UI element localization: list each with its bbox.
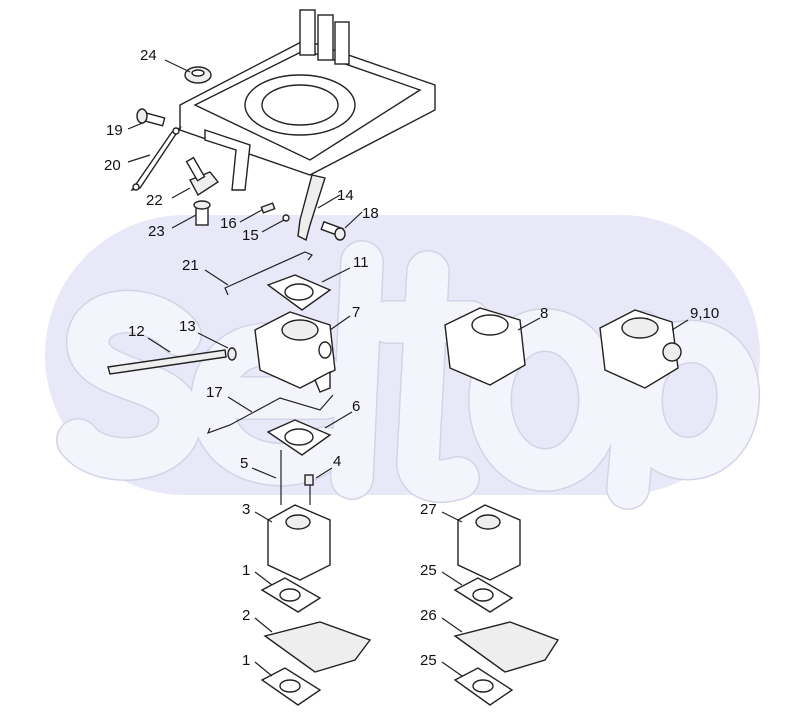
callout-6: 6 xyxy=(352,398,360,415)
part-24-nut xyxy=(184,66,212,84)
callout-11: 11 xyxy=(353,254,369,271)
part-13-clamp xyxy=(227,347,237,361)
part-23-bushing xyxy=(193,200,211,226)
part-7-carburetor xyxy=(254,311,336,393)
callout-5: 5 xyxy=(240,455,248,472)
callout-26: 26 xyxy=(420,607,437,624)
part-4-clip xyxy=(304,474,314,505)
part-12-hose xyxy=(107,349,227,375)
callout-3: 3 xyxy=(242,501,250,518)
callout-24: 24 xyxy=(140,47,157,64)
callout-23: 23 xyxy=(148,223,165,240)
callout-14: 14 xyxy=(337,187,354,204)
part-25-gasket-upper xyxy=(453,577,514,613)
part-14-throttle-lever xyxy=(297,174,326,242)
part-8-carburetor xyxy=(444,307,526,386)
callout-13: 13 xyxy=(179,318,196,335)
part-1-gasket-upper xyxy=(260,577,322,613)
part-2-plate xyxy=(263,621,372,673)
callout-17: 17 xyxy=(206,384,223,401)
part-3-spacer xyxy=(267,504,331,581)
callout-1-upper: 1 xyxy=(242,562,250,579)
callout-7: 7 xyxy=(352,304,360,321)
callout-4: 4 xyxy=(333,453,341,470)
callout-1-lower: 1 xyxy=(242,652,250,669)
callout-16: 16 xyxy=(220,215,237,232)
part-20-link xyxy=(130,126,183,192)
part-9-10-carburetor xyxy=(599,309,682,389)
part-26-plate xyxy=(453,621,560,673)
leader-lines xyxy=(127,59,689,677)
part-15-ball xyxy=(282,214,290,222)
part-27-spacer xyxy=(457,504,521,581)
part-25-gasket-lower xyxy=(453,667,514,706)
part-21-rod xyxy=(224,251,313,296)
callout-21: 21 xyxy=(182,257,199,274)
callout-25-lower: 25 xyxy=(420,652,437,669)
part-18-screw xyxy=(320,220,346,241)
callout-8: 8 xyxy=(540,305,548,322)
part-6-gasket xyxy=(266,419,332,456)
part-22-lever xyxy=(185,156,220,197)
base-plate xyxy=(179,9,436,191)
part-17-rod xyxy=(206,394,334,435)
callout-9-10: 9,10 xyxy=(690,305,719,322)
part-1-gasket-lower xyxy=(260,667,322,706)
callout-20: 20 xyxy=(104,157,121,174)
callout-2: 2 xyxy=(242,607,250,624)
callout-19: 19 xyxy=(106,122,123,139)
callout-12: 12 xyxy=(128,323,145,340)
callout-25-upper: 25 xyxy=(420,562,437,579)
callout-27: 27 xyxy=(420,501,437,518)
part-19-screw xyxy=(136,108,166,127)
part-11-gasket xyxy=(266,274,332,311)
callout-15: 15 xyxy=(242,227,259,244)
part-16-spring xyxy=(260,202,276,214)
callout-18: 18 xyxy=(362,205,379,222)
callout-22: 22 xyxy=(146,192,163,209)
